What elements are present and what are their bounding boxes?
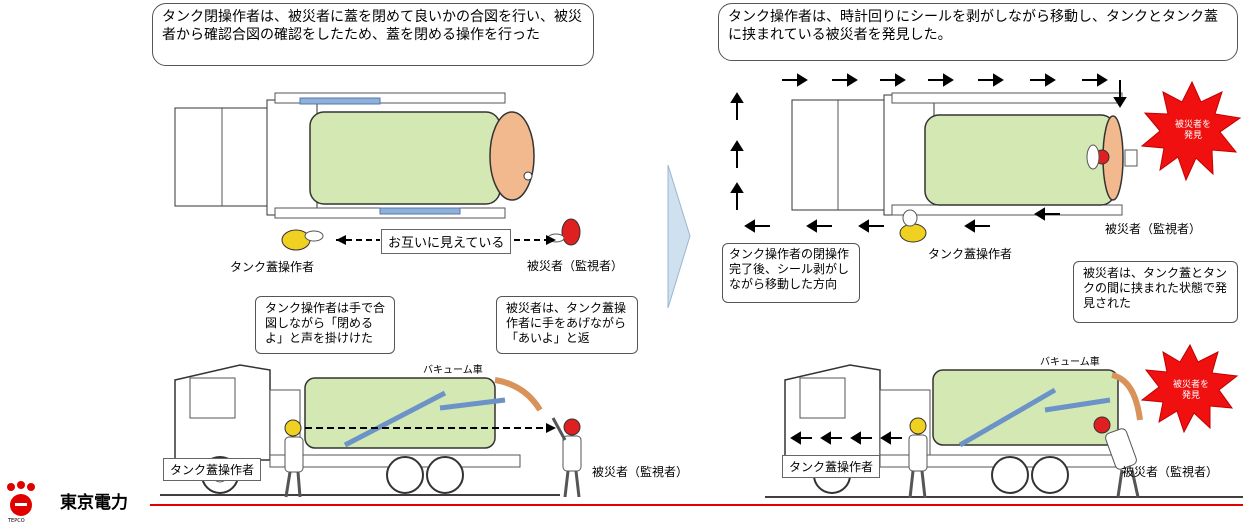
company-name: 東京電力 <box>60 493 128 513</box>
burst-bottom-text: 被災者を発見 <box>1172 380 1209 401</box>
tepco-logo-mark <box>7 481 35 516</box>
left-victim-callout: 被災者は、タンク蓋操作者に手をあげながら「あいよ」と返 <box>496 296 638 354</box>
burst-bottom-shape <box>1140 343 1239 434</box>
left-truck-side-view <box>160 364 582 498</box>
left-truck-top-view <box>174 92 581 251</box>
left-operator-callout: タンク操作者は手で合図しながら「閉めるよ」と声を掛けけた <box>255 296 395 354</box>
left-victim-side-label: 被災者（監視者） <box>592 465 689 479</box>
right-direction-callout: タンク操作者の閉操作完了後、シール剥がしながら移動した方向 <box>722 243 860 303</box>
right-truck-top-view <box>730 73 1242 243</box>
right-victim-label: 被災者（監視者） <box>1105 222 1202 236</box>
left-victim-label: 被災者（監視者） <box>527 259 624 273</box>
right-found-callout: 被災者は、タンク蓋とタンクの間に挟まれた状態で発見された <box>1073 261 1238 323</box>
left-operator-label: タンク蓋操作者 <box>230 260 315 274</box>
right-victim-side-label: 被災者（監視者） <box>1122 465 1219 479</box>
left-operator-tag: タンク蓋操作者 <box>163 458 262 481</box>
left-top-callout: タンク閉操作者は、被災者に蓋を閉めて良いかの合図を行い、被災者から確認合図の確認… <box>152 3 594 66</box>
burst-top-shape <box>1140 80 1242 182</box>
right-operator-tag: タンク蓋操作者 <box>782 455 881 478</box>
left-vacuum-truck-label: バキューム車 <box>423 365 483 376</box>
right-vacuum-truck-label: バキューム車 <box>1040 357 1100 368</box>
right-operator-label: タンク蓋操作者 <box>928 247 1013 261</box>
right-top-callout: タンク操作者は、時計回りにシールを剥がしながら移動し、タンクとタンク蓋に挟まれて… <box>718 3 1238 61</box>
mutual-visibility-label: お互いに見えている <box>381 229 512 254</box>
burst-top-text: 被災者を発見 <box>1174 120 1211 141</box>
transition-arrow <box>667 164 691 309</box>
company-logo-small: TEPCO <box>8 518 25 524</box>
